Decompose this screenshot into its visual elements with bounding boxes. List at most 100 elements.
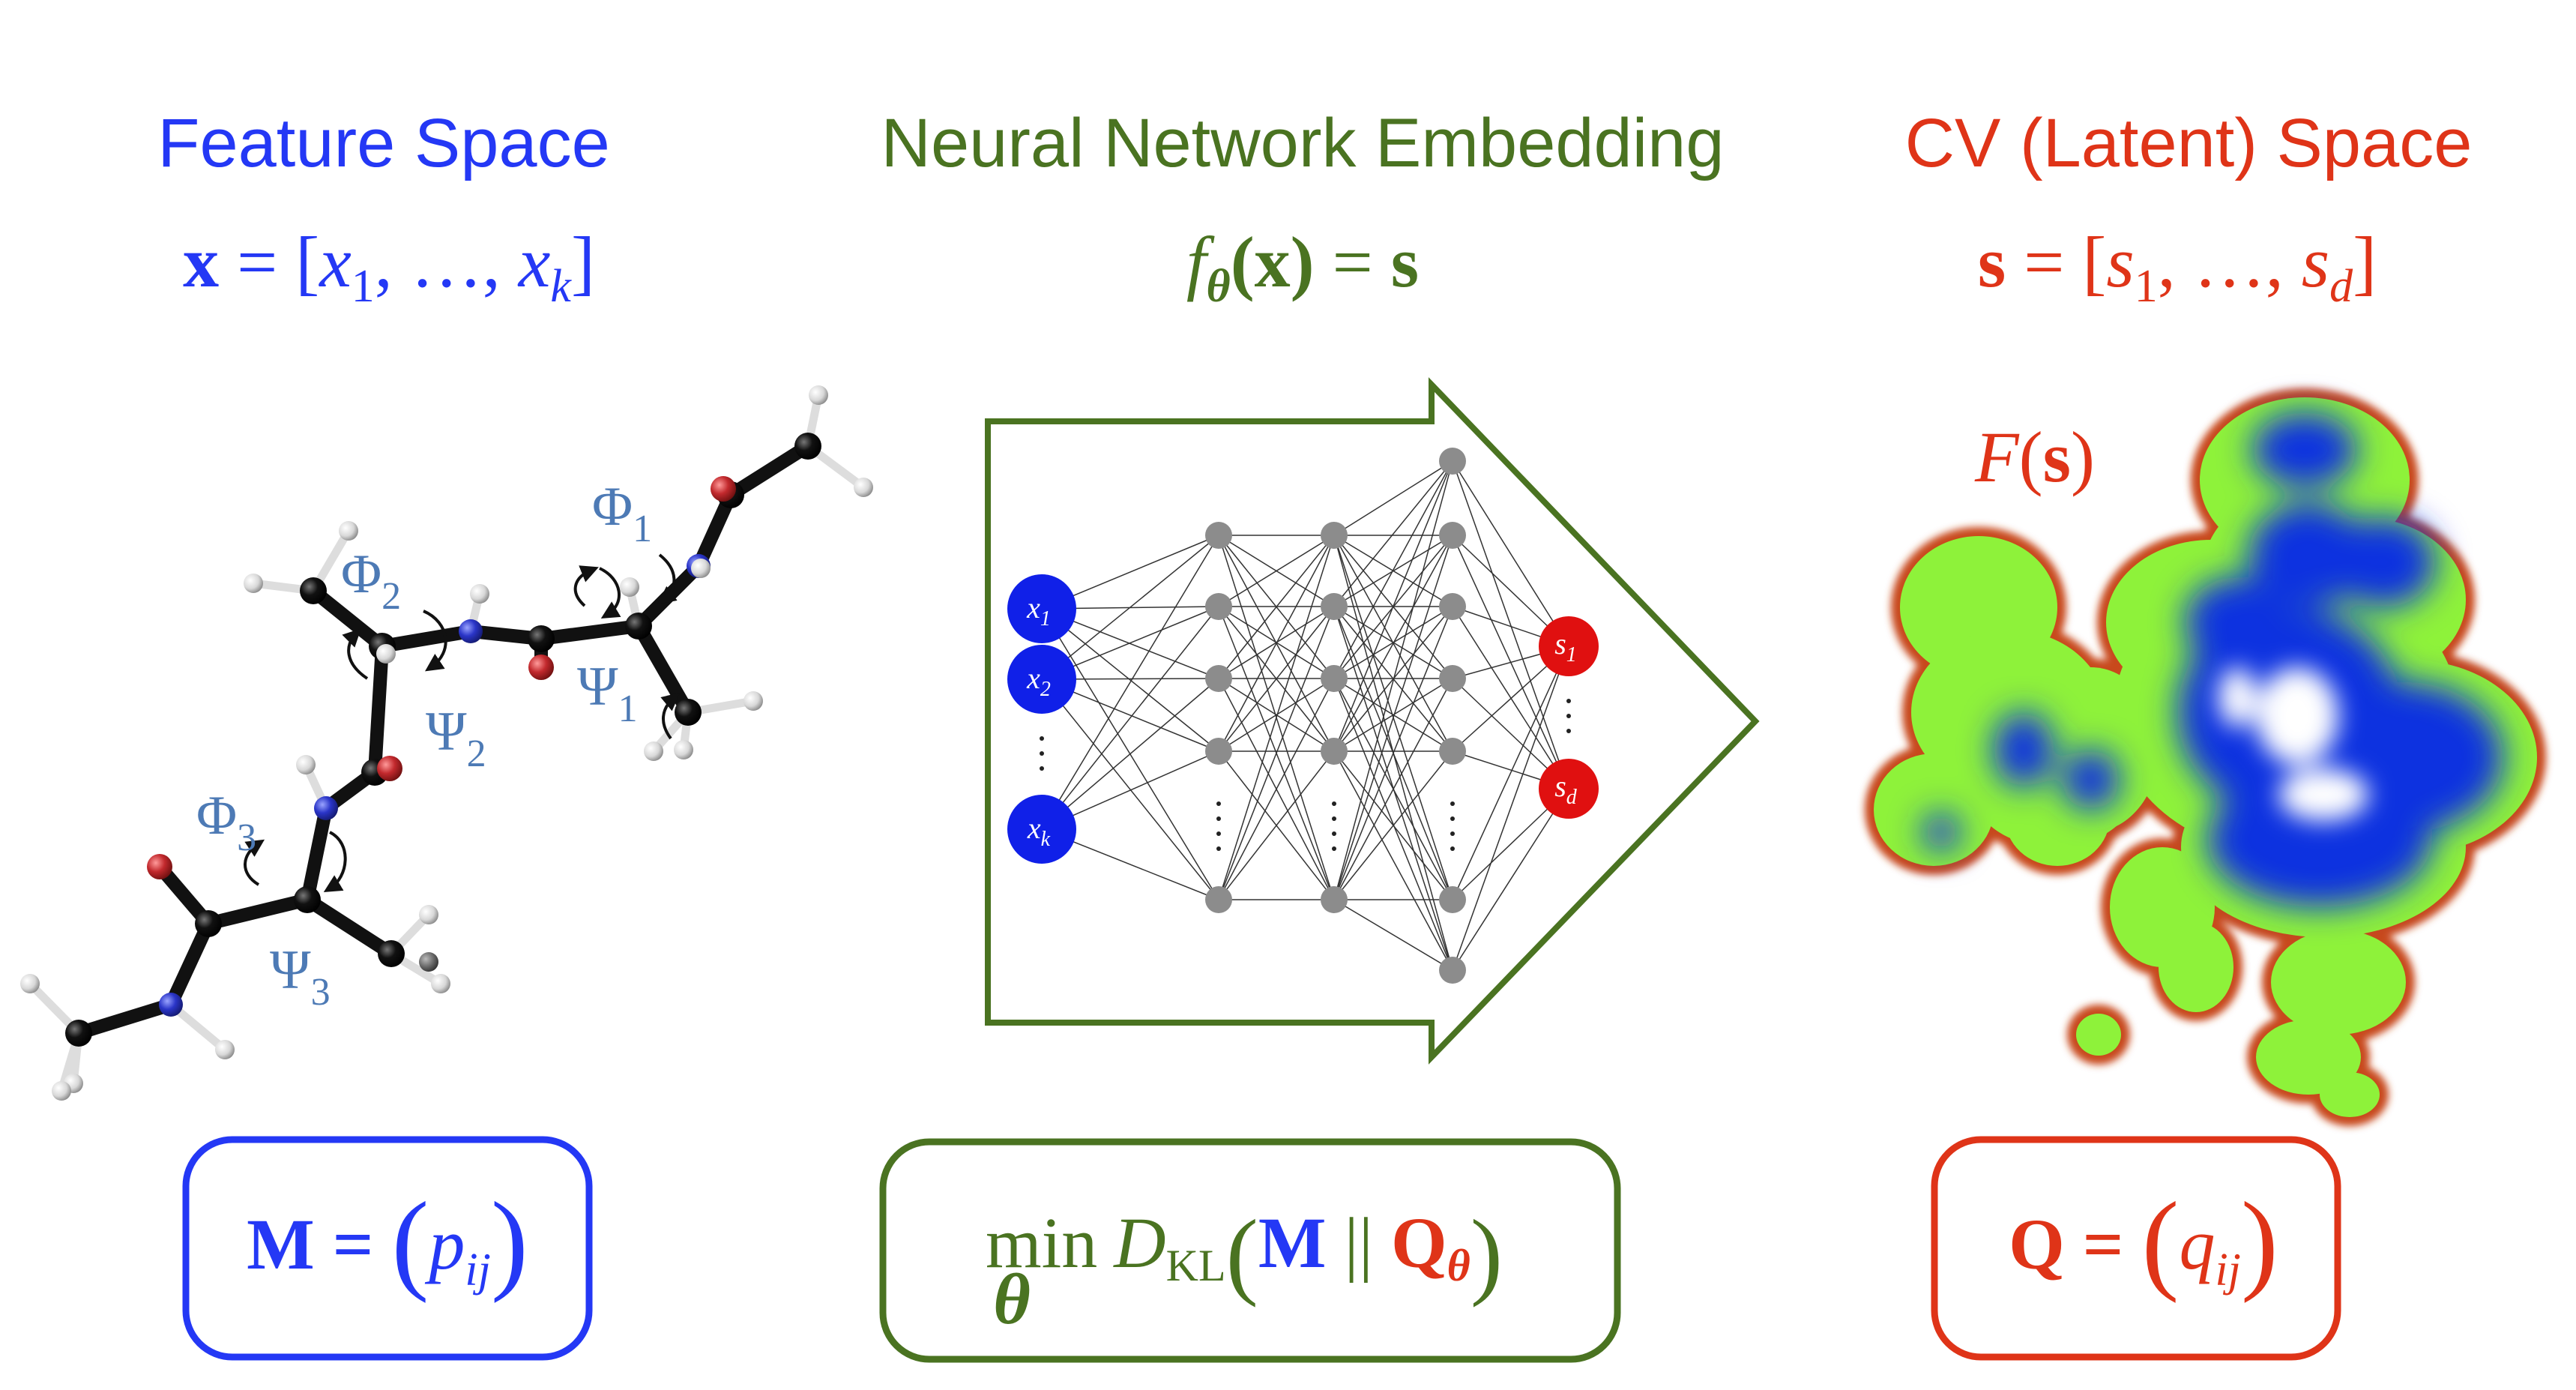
nn-edge	[1218, 678, 1335, 752]
input-node	[1007, 795, 1076, 864]
atom-c-sphere	[294, 886, 321, 913]
feature-vector-formula: x = [x1, …, xk]	[183, 222, 595, 312]
atom-o-sphere	[528, 655, 554, 680]
close-paren: )	[491, 1179, 528, 1304]
bond-line	[307, 584, 389, 653]
free-energy-label: F(s)	[1974, 417, 2095, 497]
landscape-white-minima	[2218, 667, 2368, 821]
energy-basin	[2252, 412, 2357, 487]
angle-symbol: Ψ	[577, 656, 618, 717]
nn-edge	[1452, 460, 1569, 789]
s-bold-lhs: s	[1978, 222, 2006, 302]
angle-symbol: Φ	[341, 544, 381, 605]
latent-matrix-formula: Q = (qij)	[2009, 1179, 2278, 1304]
latent-space-title: CV (Latent) Space	[1905, 105, 2473, 181]
atom-h-sphere	[743, 691, 763, 711]
input-node	[1007, 574, 1076, 643]
angle-subscript: 1	[633, 508, 652, 550]
close-bracket: ]	[571, 222, 595, 302]
x-bold: x	[183, 222, 219, 302]
atom-c-sphere	[675, 699, 702, 726]
xk-subscript: k	[550, 261, 572, 312]
s1-subscript: 1	[2135, 261, 2158, 312]
ellipsis-dot	[1566, 729, 1571, 733]
D-symbol: D	[1112, 1203, 1165, 1283]
output-subscript: d	[1566, 786, 1578, 809]
atom-h-sphere	[691, 559, 711, 578]
nn-edge	[1333, 678, 1453, 900]
bond-line	[368, 640, 389, 779]
s-bold: s	[1391, 222, 1419, 302]
sd-symbol: s	[2302, 222, 2329, 302]
hidden-node	[1205, 593, 1232, 620]
hidden-node	[1439, 448, 1466, 475]
atom-h-sphere	[470, 584, 489, 604]
energy-basin	[2331, 517, 2436, 607]
hidden-node	[1439, 665, 1466, 692]
sd-subscript: d	[2329, 261, 2353, 312]
input-subscript: k	[1041, 828, 1051, 851]
Q-theta-subscript: θ	[1447, 1241, 1471, 1290]
atom-gray-sphere	[419, 952, 438, 972]
nn-edge	[1333, 460, 1453, 536]
angle-symbol: Ψ	[270, 939, 311, 1001]
ellipsis-dot	[1566, 699, 1571, 703]
ellipsis-dot	[1216, 831, 1221, 836]
F-open-paren: (	[2019, 417, 2043, 497]
energy-minimum	[2278, 768, 2368, 821]
hidden-node	[1321, 886, 1348, 913]
bond-line	[301, 893, 398, 960]
atom-h-sphere	[52, 1081, 71, 1101]
atom-h-sphere	[376, 644, 396, 664]
ellipsis-dot	[1450, 831, 1455, 836]
output-node	[1539, 759, 1599, 819]
nn-edge	[1333, 535, 1453, 752]
bond-line	[202, 893, 314, 930]
nn-edge	[1218, 535, 1335, 900]
angle-symbol: Ψ	[426, 701, 467, 762]
F-argument: s	[2043, 417, 2071, 497]
atom-h-sphere	[854, 478, 873, 497]
input-subscript: 2	[1040, 678, 1051, 701]
nn-edge	[1452, 788, 1569, 971]
rotation-arrow-icon	[342, 628, 369, 680]
nn-edge	[1218, 535, 1335, 679]
angle-symbol: Φ	[196, 785, 237, 846]
hidden-node	[1321, 522, 1348, 549]
bond-line	[375, 625, 477, 653]
nn-edge	[1041, 679, 1219, 900]
input-node-label: x2	[1026, 661, 1051, 701]
atom-c-sphere	[528, 625, 555, 652]
hidden-node	[1439, 522, 1466, 549]
M-argument: M	[1258, 1203, 1327, 1283]
Q-argument: Q	[1391, 1203, 1447, 1283]
ellipsis-dot	[1332, 831, 1336, 836]
output-subscript: 1	[1566, 643, 1577, 667]
input-node-label: x1	[1026, 591, 1051, 631]
obj-close-paren: )	[1471, 1200, 1503, 1308]
nn-edge	[1041, 606, 1219, 830]
angle-subscript: 1	[618, 688, 638, 730]
latent-matrix-box	[1931, 1136, 2341, 1361]
bond-line	[632, 619, 695, 719]
landscape-region	[2076, 1014, 2121, 1056]
rotation-arrows	[244, 553, 681, 892]
nn-edge	[1333, 535, 1453, 900]
output-node-label: sd	[1554, 769, 1578, 809]
energy-basin	[2063, 750, 2120, 810]
energy-basin	[1994, 712, 2054, 787]
input-symbol: x	[1026, 661, 1040, 695]
objective-box	[879, 1138, 1621, 1363]
network-embedding-title: Neural Network Embedding	[881, 105, 1725, 181]
nn-edge	[1333, 750, 1453, 971]
rotation-arrow-icon	[599, 567, 621, 619]
M-bold: M	[247, 1204, 315, 1284]
ellipsis-dot	[1450, 816, 1455, 821]
atom-h-sphere	[809, 385, 828, 405]
input-subscript: 1	[1040, 607, 1051, 631]
dihedral-angle-label: Ψ2	[426, 701, 486, 775]
hidden-node	[1321, 738, 1348, 765]
